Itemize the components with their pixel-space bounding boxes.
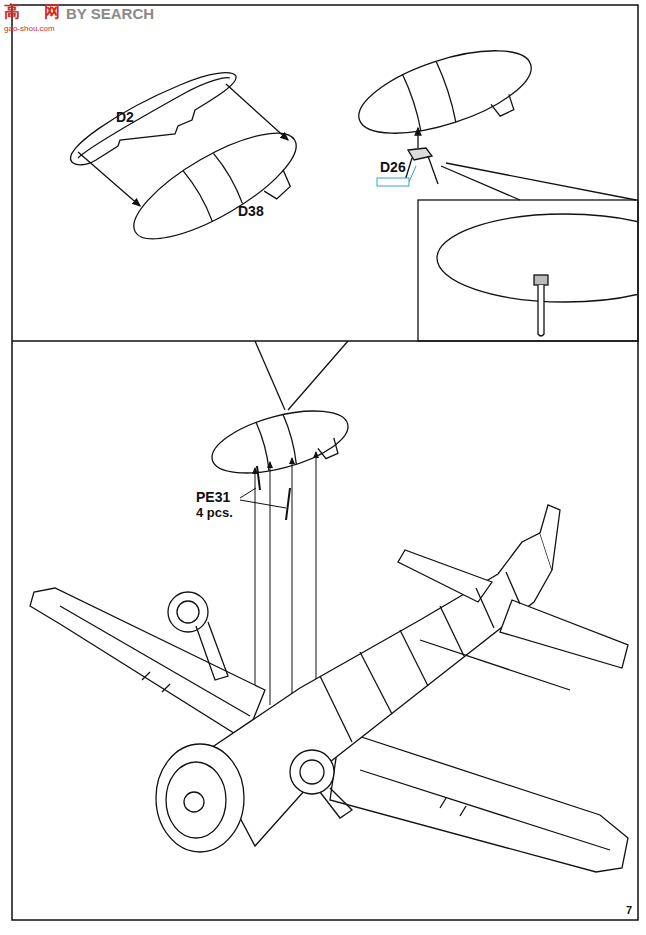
page-number: 7 (626, 905, 632, 916)
part-number: D38 (238, 204, 264, 218)
watermark-url: gao-shou.com (4, 25, 55, 33)
part-number: D26 (380, 160, 406, 174)
watermark-text: BY SEARCH (66, 6, 154, 21)
part-number: D2 (116, 110, 134, 124)
watermark-logo: 网 (44, 4, 60, 20)
part-quantity: 4 pcs. (196, 506, 233, 519)
part-number: PE31 (196, 490, 230, 504)
watermark-logo: 高 (4, 4, 20, 20)
